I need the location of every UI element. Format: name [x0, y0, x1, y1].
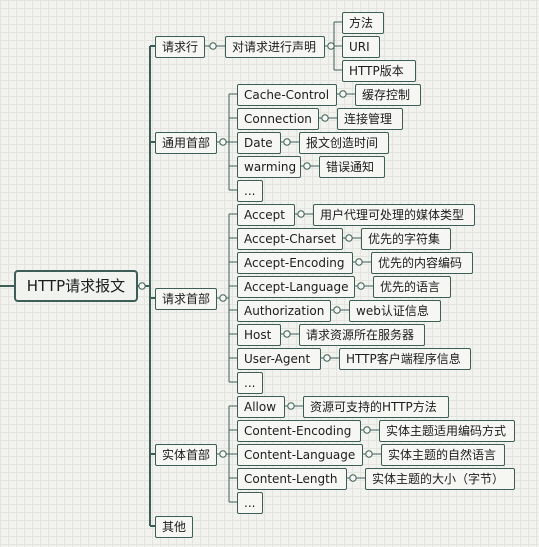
section-other[interactable]: 其他 — [155, 516, 193, 538]
desc-cache-control: 缓存控制 — [355, 84, 421, 106]
general-headers-more[interactable]: ... — [237, 180, 263, 202]
desc-warming: 错误通知 — [319, 156, 385, 178]
header-accept-encoding[interactable]: Accept-Encoding — [237, 252, 353, 274]
desc-date: 报文创造时间 — [299, 132, 389, 154]
request-headers-more[interactable]: ... — [237, 372, 263, 394]
desc-connection: 连接管理 — [337, 108, 403, 130]
desc-accept-charset: 优先的字符集 — [361, 228, 451, 250]
header-authorization[interactable]: Authorization — [237, 300, 331, 322]
section-general-headers[interactable]: 通用首部 — [155, 132, 217, 154]
header-accept[interactable]: Accept — [237, 204, 295, 226]
section-request-headers[interactable]: 请求首部 — [155, 288, 217, 310]
header-accept-charset[interactable]: Accept-Charset — [237, 228, 343, 250]
desc-accept: 用户代理可处理的媒体类型 — [313, 204, 475, 226]
header-cache-control[interactable]: Cache-Control — [237, 84, 337, 106]
request-line-http-version[interactable]: HTTP版本 — [342, 60, 416, 82]
desc-accept-language: 优先的语言 — [373, 276, 451, 298]
desc-host: 请求资源所在服务器 — [299, 324, 425, 346]
desc-user-agent: HTTP客户端程序信息 — [339, 348, 471, 370]
desc-content-length: 实体主题的大小（字节） — [365, 468, 515, 490]
header-content-length[interactable]: Content-Length — [237, 468, 347, 490]
header-connection[interactable]: Connection — [237, 108, 319, 130]
request-line-method[interactable]: 方法 — [342, 12, 384, 34]
section-entity-headers[interactable]: 实体首部 — [155, 444, 217, 466]
header-content-encoding[interactable]: Content-Encoding — [237, 420, 361, 442]
header-content-language[interactable]: Content-Language — [237, 444, 363, 466]
header-warming[interactable]: warming — [237, 156, 301, 178]
request-line-declaration[interactable]: 对请求进行声明 — [225, 36, 325, 58]
desc-content-encoding: 实体主题适用编码方式 — [379, 420, 515, 442]
header-date[interactable]: Date — [237, 132, 281, 154]
desc-allow: 资源可支持的HTTP方法 — [303, 396, 449, 418]
header-user-agent[interactable]: User-Agent — [237, 348, 321, 370]
header-host[interactable]: Host — [237, 324, 281, 346]
entity-headers-more[interactable]: ... — [237, 492, 263, 514]
request-line-uri[interactable]: URI — [342, 36, 380, 58]
header-allow[interactable]: Allow — [237, 396, 285, 418]
desc-accept-encoding: 优先的内容编码 — [371, 252, 473, 274]
desc-content-language: 实体主题的自然语言 — [381, 444, 505, 466]
header-accept-language[interactable]: Accept-Language — [237, 276, 355, 298]
section-request-line[interactable]: 请求行 — [155, 36, 205, 58]
desc-authorization: web认证信息 — [349, 300, 441, 322]
root-node[interactable]: HTTP请求报文 — [14, 270, 138, 302]
